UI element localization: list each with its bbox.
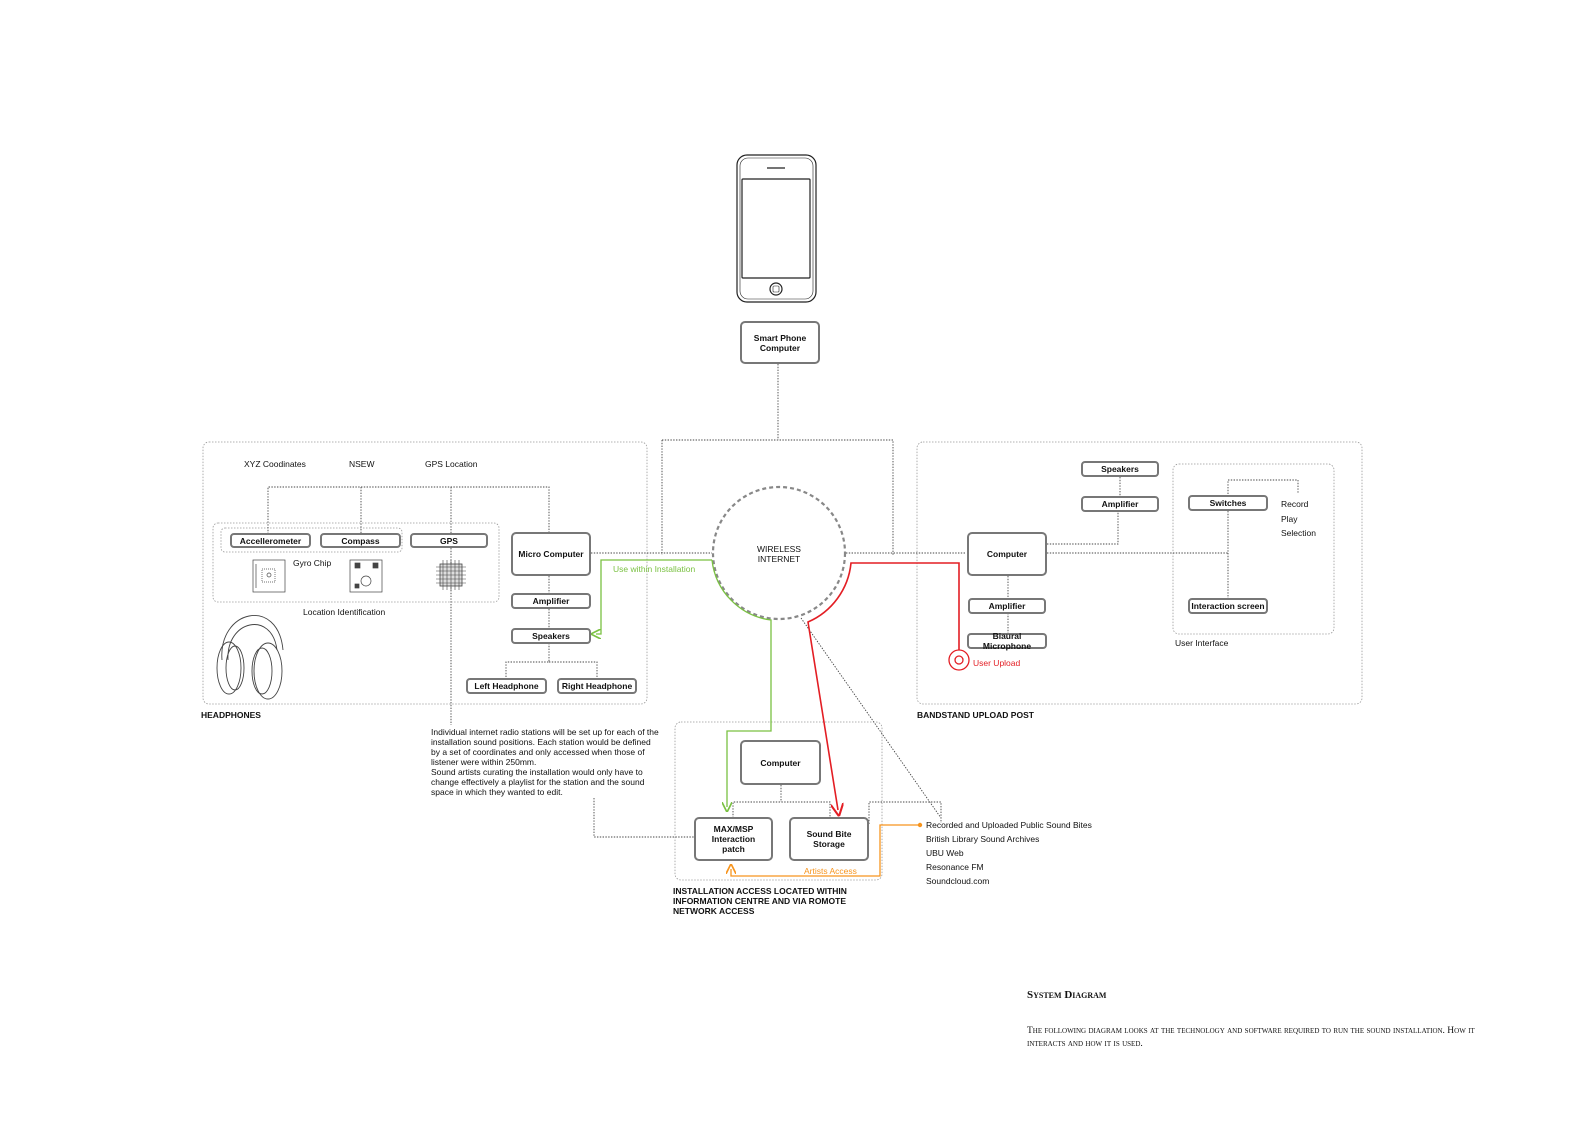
sound-bite-storage-box: Sound Bite Storage [789,817,869,861]
wireless-internet-circle [711,485,847,621]
stations-note: Individual internet radio stations will … [431,727,659,797]
accelerometer-box: Accellerometer [230,533,311,548]
left-headphone-box: Left Headphone [466,678,547,694]
bandstand-amplifier-top-box: Amplifier [1081,496,1159,512]
user-upload-label: User Upload [973,658,1021,668]
installation-title: INSTALLATION ACCESS LOCATED WITHIN INFOR… [673,886,847,916]
right-headphone-box: Right Headphone [557,678,637,694]
smartphone-icon [736,154,817,303]
input-gps-location-label: GPS Location [425,459,478,469]
bandstand-amplifier-box: Amplifier [968,598,1046,614]
switch-options-label: Record Play Selection [1281,499,1316,538]
bandstand-speakers-box: Speakers [1081,461,1159,477]
biaural-microphone-box: Biaural Microphone [967,631,1047,651]
gyro-subgroup [220,527,403,553]
installation-region [674,721,883,881]
location-group [212,522,500,603]
bandstand-computer-box: Computer [967,532,1047,576]
smart-phone-computer-box: Smart Phone Computer [740,321,820,364]
gps-chip-icon [436,560,466,590]
headphones-region [202,441,648,705]
compass-chip-icon [349,559,383,593]
user-interface-label: User Interface [1175,638,1229,648]
microphone-target-icon [948,649,970,671]
gps-box: GPS [410,533,488,548]
micro-computer-box: Micro Computer [511,532,591,576]
source-item: British Library Sound Archives [926,834,1040,844]
user-interface-group [1172,463,1335,635]
source-item: Soundcloud.com [926,876,990,886]
interaction-screen-box: Interaction screen [1188,598,1268,614]
input-xyz-label: XYZ Coodinates [244,459,306,469]
wireless-internet-label: WIRELESS INTERNET [757,544,801,564]
gyro-chip-label: Gyro Chip [293,558,332,568]
input-nsew-label: NSEW [349,459,375,469]
source-item: Resonance FM [926,862,984,872]
switches-box: Switches [1188,495,1268,511]
bandstand-title: BANDSTAND UPLOAD POST [917,710,1034,720]
headphones-title: HEADPHONES [201,710,261,720]
compass-box: Compass [320,533,401,548]
max-msp-box: MAX/MSP Interaction patch [694,817,773,861]
caption-body: The following diagram looks at the techn… [1027,1026,1475,1049]
speakers-box: Speakers [511,628,591,644]
source-item: UBU Web [926,848,964,858]
installation-computer-box: Computer [740,740,821,785]
location-identification-label: Location Identification [303,607,386,617]
amplifier-box: Amplifier [511,593,591,609]
use-within-installation-label: Use within Installation [613,564,696,574]
artists-access-label: Artists Access [804,866,857,876]
headphones-icon [216,615,284,700]
bandstand-region [916,441,1363,705]
caption-title: System Diagram [1027,989,1107,1001]
source-item: Recorded and Uploaded Public Sound Bites [926,820,1092,830]
gyro-chip-icon [252,559,286,593]
